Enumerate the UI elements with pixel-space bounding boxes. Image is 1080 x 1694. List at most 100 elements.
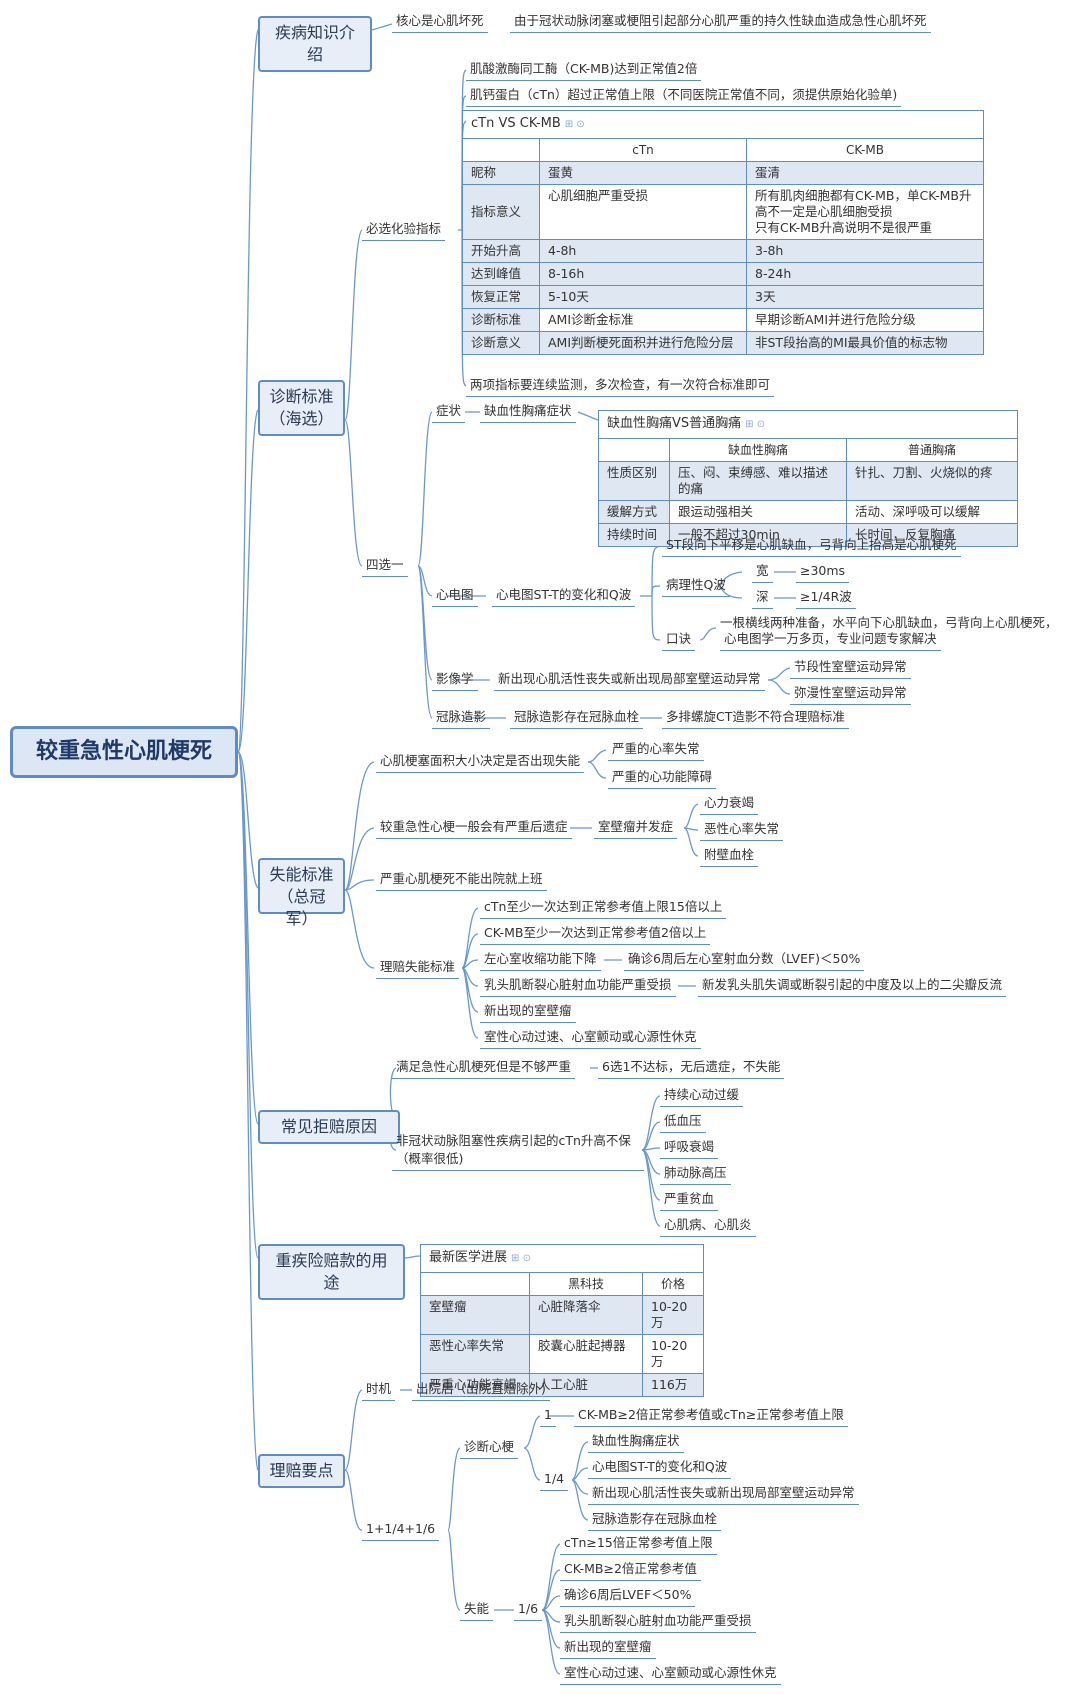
root-topic[interactable]: 较重急性心肌梗死 (10, 726, 238, 778)
sixth-item: CK-MB≥2倍正常参考值 (560, 1560, 701, 1581)
table-cell: 一般不超过30min (669, 523, 847, 547)
table-cell: 所有肌肉细胞都有CK-MB，单CK-MB升高不一定是心肌细胞受损 只有CK-MB… (746, 184, 984, 240)
ctn-15x: cTn至少一次达到正常参考值上限15倍以上 (480, 898, 727, 919)
formula: 1+1/4+1/6 (362, 1520, 440, 1541)
not-severe-enough: 满足急性心肌梗死但是不够严重 (392, 1058, 576, 1079)
table-cell: 开始升高 (462, 239, 540, 263)
table-cell: 胶囊心脏起搏器 (529, 1334, 643, 1374)
table-cell: 室壁瘤 (420, 1295, 530, 1335)
non-coronary-ctn-rise: 非冠状动脉阻塞性疾病引起的cTn升高不保（概率很低) (392, 1132, 644, 1171)
lvef-criterion: 确诊6周后左心室射血分数（LVEF)＜50% (624, 950, 865, 971)
branch-disease-intro[interactable]: 疾病知识介绍 (258, 16, 372, 72)
mural-thrombus: 附壁血栓 (700, 846, 759, 867)
branch-disability[interactable]: 失能标准 （总冠军） (258, 858, 345, 928)
required-lab-tests: 必选化验指标 (362, 220, 446, 241)
table-cell: 10-20万 (642, 1295, 704, 1335)
table-cell: 3-8h (746, 239, 984, 263)
quarter-item: 缺血性胸痛症状 (588, 1432, 684, 1453)
table-cell: 长时间，反复胸痛 (846, 523, 1018, 547)
col-tech: 黑科技 (529, 1272, 643, 1296)
claim-disability-criteria: 理赔失能标准 (376, 958, 460, 979)
segmental-wall-motion: 节段性室壁运动异常 (790, 658, 911, 679)
six-choose-one-fail: 6选1不达标，无后遗症，不失能 (598, 1058, 785, 1079)
table-cell: 恢复正常 (462, 285, 540, 309)
q-wave-width: 宽 (752, 562, 773, 583)
table-cell: 3天 (746, 285, 984, 309)
disease-description: 由于冠状动脉闭塞或梗阻引起部分心肌严重的持久性缺血造成急性心肌坏死 (510, 12, 931, 33)
table-caption: 缺血性胸痛VS普通胸痛⊞ ⊙ (598, 410, 1018, 439)
table-note-icon[interactable]: ⊞ ⊙ (564, 119, 585, 130)
table-cell: 116万 (642, 1373, 704, 1397)
monitoring-note: 两项指标要连续监测，多次检查，有一次符合标准即可 (466, 376, 775, 397)
st-segment-note: ST段向下平移是心肌缺血，弓背向上抬高是心肌梗死 (662, 536, 961, 557)
table-cell: 诊断意义 (462, 331, 540, 355)
heart-failure: 心力衰竭 (700, 794, 759, 815)
aneurysm-complication: 室壁瘤并发症 (594, 818, 678, 839)
table-cell: 8-24h (746, 262, 984, 286)
table-cell: 达到峰值 (462, 262, 540, 286)
mnemonic-line-1: 一根横线两种准备，水平向下心肌缺血，弓背向上心肌梗死， (720, 615, 1058, 630)
ctn-criterion: 肌钙蛋白（cTn）超过正常值上限（不同医院正常值不同，须提供原始化验单) (466, 86, 902, 107)
sixth-item: 室性心动过速、心室颤动或心源性休克 (560, 1664, 781, 1685)
imaging-label: 影像学 (432, 670, 478, 691)
criterion-sixth: 1/6 (514, 1600, 543, 1621)
table-cell: AMI判断梗死面积并进行危险分层 (539, 331, 747, 355)
table-cell: 指标意义 (462, 184, 540, 240)
new-ventricular-aneurysm: 新出现的室壁瘤 (480, 1002, 576, 1023)
criterion-quarter: 1/4 (540, 1470, 569, 1491)
table-cell: 非ST段抬高的MI最具价值的标志物 (746, 331, 984, 355)
papillary-rupture: 乳头肌断裂心脏射血功能严重受损 (480, 976, 676, 997)
core-necrosis: 核心是心肌坏死 (392, 12, 488, 33)
table-cell: 蛋黄 (539, 161, 747, 185)
severe-cardiac-dysfunction: 严重的心功能障碍 (608, 768, 717, 789)
pathological-q-wave: 病理性Q波 (662, 576, 730, 597)
imaging-criterion: 新出现心肌活性丧失或新出现局部室壁运动异常 (494, 670, 765, 691)
quarter-item: 冠脉造影存在冠脉血栓 (588, 1510, 722, 1531)
table-cell: 跟运动强相关 (669, 500, 847, 524)
diagnose-mi: 诊断心梗 (460, 1438, 519, 1459)
coronary-thrombus: 冠脉造影存在冠脉血栓 (510, 708, 644, 729)
col-ckmb: CK-MB (746, 138, 984, 162)
symptom-label: 症状 (432, 402, 466, 423)
col-ctn: cTn (539, 138, 747, 162)
branch-payout-usage[interactable]: 重疾险赔款的用途 (258, 1244, 405, 1300)
rejection-item: 严重贫血 (660, 1190, 719, 1211)
choose-one-of-four: 四选一 (362, 556, 408, 577)
table-caption: 最新医学进展⊞ ⊙ (420, 1244, 704, 1273)
table-cell: 压、闷、束缚感、难以描述的痛 (669, 461, 847, 501)
table-note-icon[interactable]: ⊞ ⊙ (511, 1253, 531, 1264)
col-normal: 普通胸痛 (846, 438, 1018, 462)
ecg-st-t-change: 心电图ST-T的变化和Q波 (492, 586, 636, 607)
mnemonic-line-2: 心电图学一万多页，专业问题专家解决 (720, 630, 941, 651)
branch-rejection-reasons[interactable]: 常见拒赔原因 (258, 1110, 400, 1144)
table-caption: cTn VS CK-MB⊞ ⊙ (462, 110, 984, 139)
mitral-regurgitation: 新发乳头肌失调或断裂引起的中度及以上的二尖瓣反流 (698, 976, 1007, 997)
sixth-item: 乳头肌断裂心脏射血功能严重受损 (560, 1612, 756, 1633)
q-wave-depth: 深 (752, 588, 773, 609)
diagnosis-title: 诊断标准 (269, 387, 334, 406)
table-cell: 严重心功能衰竭 (420, 1373, 530, 1397)
table-cell: 恶性心率失常 (420, 1334, 530, 1374)
table-cell: 持续时间 (598, 523, 670, 547)
disability-title: 失能标准 (269, 865, 334, 884)
ecg-label: 心电图 (432, 586, 478, 607)
branch-claim-points[interactable]: 理赔要点 (258, 1454, 345, 1488)
malignant-arrhythmia: 恶性心率失常 (700, 820, 784, 841)
quarter-item: 心电图ST-T的变化和Q波 (588, 1458, 732, 1479)
lv-function-decline: 左心室收缩功能下降 (480, 950, 601, 971)
branch-diagnosis[interactable]: 诊断标准 （海选） (258, 380, 345, 436)
col-ischemic: 缺血性胸痛 (669, 438, 847, 462)
rejection-item: 肺动脉高压 (660, 1164, 731, 1185)
criterion-one: 1 (540, 1406, 556, 1427)
table-note-icon[interactable]: ⊞ ⊙ (745, 419, 766, 430)
table-cell: 缓解方式 (598, 500, 670, 524)
table-cell: 蛋清 (746, 161, 984, 185)
sixth-item: 确诊6周后LVEF＜50% (560, 1586, 696, 1607)
diffuse-wall-motion: 弥漫性室壁运动异常 (790, 684, 911, 705)
severe-arrhythmia: 严重的心率失常 (608, 740, 704, 761)
table-cell: 心肌细胞严重受损 (539, 184, 747, 240)
timing-after-discharge: 出院后（出院直赔除外) (412, 1380, 550, 1401)
